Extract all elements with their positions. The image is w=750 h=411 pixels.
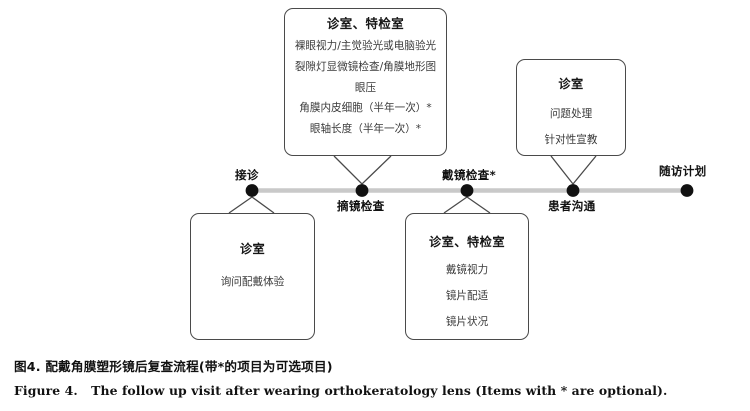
callout-line-exam-top-3: 眼压 <box>354 81 377 94</box>
callout-line-exam-top-2: 裂隙灯显微镜检查/角膜地形图 <box>294 61 437 73</box>
node-label-follow-up: 随访计划 <box>659 164 707 178</box>
callout-line-clinic-right-2: 针对性宣教 <box>544 134 598 146</box>
callout-title-exam-bottom: 诊室、特检室 <box>428 235 506 249</box>
callout-line-exam-top-5: 眼轴长度（半年一次）* <box>309 122 422 135</box>
callout-title-clinic-left: 诊室 <box>239 242 266 256</box>
figure-caption-chinese-number: 图4. <box>14 359 41 374</box>
callout-line-exam-bottom-1: 戴镜视力 <box>445 264 489 276</box>
callout-box-exam-bottom: 诊室、特检室 戴镜视力 镜片配适 镜片状况 <box>405 213 529 340</box>
callout-box-clinic-right: 诊室 问题处理 针对性宣教 <box>516 59 626 156</box>
timeline-node-communication[interactable] <box>566 184 580 197</box>
timeline-node-intake[interactable] <box>245 184 259 197</box>
callout-box-clinic-left: 诊室 询问配戴体验 <box>190 213 315 340</box>
connector-clinic-right <box>550 155 597 186</box>
connector-exam-top <box>333 155 392 185</box>
connector-exam-bottom <box>443 196 491 214</box>
callout-line-exam-top-4: 角膜内皮细胞（半年一次）* <box>299 102 432 115</box>
figure-caption: 图4. 配戴角膜塑形镜后复查流程(带*的项目为可选项目) Figure 4. T… <box>14 356 738 398</box>
callout-box-exam-top: 诊室、特检室 裸眼视力/主觉验光或电脑验光 裂隙灯显微镜检查/角膜地形图 眼压 … <box>284 8 447 156</box>
figure-caption-chinese: 图4. 配戴角膜塑形镜后复查流程(带*的项目为可选项目) <box>14 356 738 375</box>
timeline-node-lens-wear[interactable] <box>460 184 474 197</box>
node-label-lens-removal: 摘镜检查 <box>337 199 385 213</box>
figure-caption-english-number: Figure 4. <box>14 383 78 398</box>
callout-line-clinic-left-1: 询问配戴体验 <box>220 276 285 288</box>
node-label-lens-wear: 戴镜检查* <box>442 168 496 182</box>
figure-caption-chinese-text: 配戴角膜塑形镜后复查流程(带*的项目为可选项目) <box>45 359 333 374</box>
callout-line-exam-top-1: 裸眼视力/主觉验光或电脑验光 <box>294 40 437 53</box>
callout-line-clinic-right-1: 问题处理 <box>549 108 593 120</box>
callout-title-clinic-right: 诊室 <box>558 77 584 91</box>
figure-caption-english-text: The follow up visit after wearing orthok… <box>91 383 668 398</box>
node-label-communication: 患者沟通 <box>548 199 596 213</box>
timeline-node-follow-up[interactable] <box>680 184 694 197</box>
timeline-node-lens-removal[interactable] <box>355 184 369 197</box>
callout-line-exam-bottom-2: 镜片配适 <box>445 290 489 302</box>
callout-line-exam-bottom-3: 镜片状况 <box>445 316 489 328</box>
figure-caption-english: Figure 4. The follow up visit after wear… <box>14 383 738 398</box>
connector-clinic-left <box>228 196 275 214</box>
callout-title-exam-top: 诊室、特检室 <box>326 16 405 31</box>
node-label-intake: 接诊 <box>235 168 259 182</box>
